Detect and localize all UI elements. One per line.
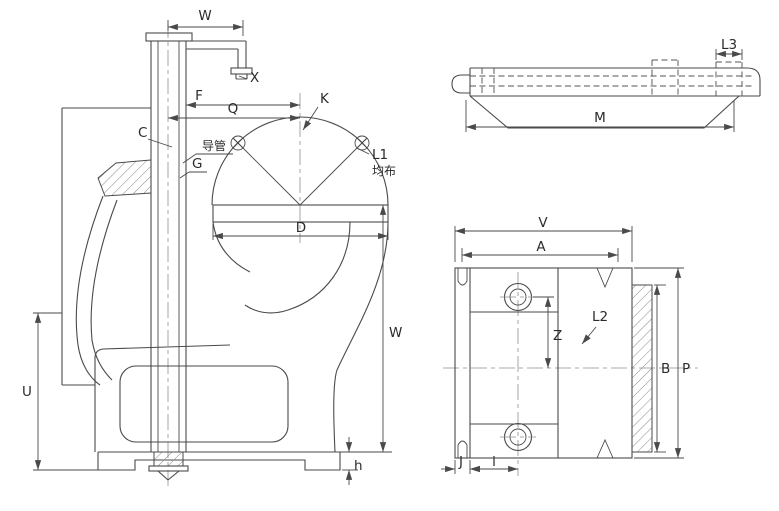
dim-m: M <box>465 100 735 132</box>
callout-l2: L2 <box>581 309 608 345</box>
suspension-arc <box>211 116 389 206</box>
lower-bore <box>500 422 536 452</box>
label-k: K <box>320 91 330 107</box>
beam-hidden-lines <box>470 59 755 96</box>
dim-label-h: h <box>354 458 363 474</box>
right-flange <box>631 284 653 453</box>
label-evenly-distributed: 均布 <box>372 164 396 178</box>
body-notches <box>596 267 614 459</box>
dim-label-v: V <box>538 215 548 231</box>
dim-d: D <box>212 220 389 240</box>
lug-mark-left <box>230 135 246 151</box>
side-view: V A Z L2 B <box>441 215 698 476</box>
dim-label-i: i <box>492 454 496 470</box>
dim-label-u: U <box>22 384 32 400</box>
callout-l1: L1 均布 <box>356 147 396 178</box>
dim-label-m: M <box>594 110 606 126</box>
label-guide-tube: 导管 <box>202 138 226 153</box>
dim-label-l3: L3 <box>721 37 737 53</box>
callout-c: C <box>138 125 173 148</box>
dim-z: Z <box>533 296 562 368</box>
callout-guide-tube: 导管 <box>182 138 233 164</box>
dim-label-w-right: W <box>389 325 402 341</box>
dim-label-w-top: W <box>198 8 211 24</box>
pipe-column <box>145 32 253 452</box>
label-l1: L1 <box>372 147 388 163</box>
dim-v: V <box>454 215 633 262</box>
dim-p: P <box>634 267 690 459</box>
dim-label-z: Z <box>553 328 562 344</box>
dim-i: i <box>470 454 518 473</box>
lower-casing <box>94 344 289 452</box>
pipe-bottom-nozzle <box>148 451 189 481</box>
beam-outline <box>451 67 761 97</box>
dim-label-d: D <box>296 220 306 236</box>
dim-label-f: F <box>195 88 203 104</box>
flange-bolt-slots <box>457 268 468 458</box>
support-bracket <box>75 159 152 386</box>
side-body-outline <box>454 267 633 459</box>
callout-x: X <box>238 70 259 86</box>
label-c: C <box>138 125 147 141</box>
left-panel <box>61 107 151 386</box>
dim-w-top: W <box>167 8 244 36</box>
label-l2: L2 <box>592 309 608 325</box>
mounting-plate <box>212 204 389 223</box>
dim-j: J <box>441 454 484 474</box>
front-view: W X F Q K C 导管 <box>22 8 402 488</box>
dim-q: Q <box>168 101 300 122</box>
dim-label-b: B <box>661 361 670 377</box>
dim-h: h <box>342 437 363 485</box>
callout-g: G <box>179 156 207 179</box>
dim-label-j: J <box>458 454 463 470</box>
dim-u: U <box>22 312 98 471</box>
dim-l3: L3 <box>715 37 743 60</box>
dim-f: F <box>186 88 300 109</box>
upper-bore <box>500 282 536 312</box>
top-side-view: L3 M <box>451 37 761 132</box>
label-g: G <box>192 156 202 172</box>
dim-w-right: W <box>340 205 402 453</box>
dim-label-q: Q <box>228 101 239 117</box>
callout-k: K <box>302 91 330 131</box>
dim-label-p: P <box>682 361 690 377</box>
dim-label-a: A <box>536 239 546 255</box>
volute-curves <box>212 221 389 453</box>
dim-b: B <box>653 284 670 453</box>
dim-a: A <box>461 239 619 262</box>
base <box>97 451 341 471</box>
label-x: X <box>250 70 259 86</box>
